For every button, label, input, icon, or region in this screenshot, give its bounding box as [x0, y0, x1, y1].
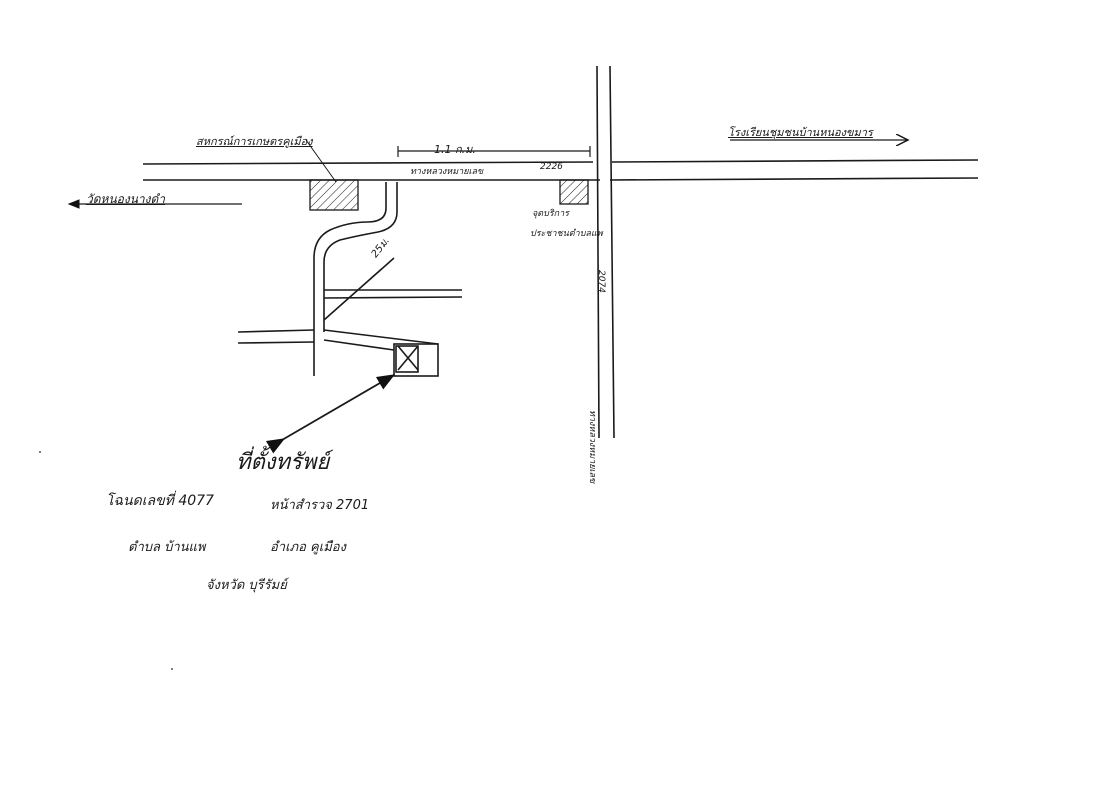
coop-landmark — [309, 179, 359, 211]
property-location-title: ที่ตั้งทรัพย์ — [236, 450, 330, 475]
vertical-road-left-edge — [596, 65, 600, 439]
survey-page: หน้าสำรวจ 2701 — [270, 498, 370, 513]
side-road-right-edge — [323, 182, 398, 332]
highway-number-label: 2226 — [540, 162, 563, 172]
diagonal-road — [323, 257, 395, 321]
highway-top-edge — [142, 161, 594, 165]
property-pointer-arrow — [265, 374, 396, 454]
vertical-road-number-label: 2074 — [596, 270, 606, 293]
coop-leader-line — [305, 139, 337, 183]
temple-label: วัดหนองนางดำ — [86, 192, 166, 206]
vertical-road-right-edge — [609, 65, 615, 439]
distance-label: 1.1 ก.ม. — [434, 143, 476, 156]
deed-number: โฉนดเลขที่ 4077 — [106, 493, 214, 509]
subdistrict: ตำบล บ้านแพ — [128, 540, 206, 555]
scan-dot — [39, 451, 41, 453]
coop-label: สหกรณ์การเกษตรคูเมือง — [196, 135, 313, 148]
highway-label: ทางหลวงหมายเลข — [410, 167, 484, 177]
school-label: โรงเรียนชุมชนบ้านหนองขมาร — [728, 126, 873, 139]
service-point-label-line1: จุดบริการ — [532, 209, 570, 219]
scan-dot — [171, 668, 173, 670]
side-road-left-edge — [313, 182, 387, 376]
property-plot-cross — [397, 345, 419, 371]
access-road-top — [323, 329, 439, 345]
vertical-road-label: ทางหลวงหมายเลข — [587, 410, 597, 484]
branch-road-bottom — [323, 296, 463, 299]
service-point-label-line2: ประชาชนตำบลแพ — [530, 229, 603, 239]
property-inner-box — [395, 345, 419, 373]
property-plot — [393, 343, 439, 377]
west-road-bottom — [237, 341, 315, 344]
district: อำเภอ คูเมือง — [270, 540, 346, 555]
highway-bottom-edge-east — [609, 177, 979, 181]
service-point-landmark — [559, 179, 589, 205]
province: จังหวัด บุรีรัมย์ — [206, 578, 287, 593]
west-road-top — [237, 329, 315, 333]
highway-top-edge-east — [611, 159, 979, 163]
access-road-bottom — [323, 339, 395, 351]
